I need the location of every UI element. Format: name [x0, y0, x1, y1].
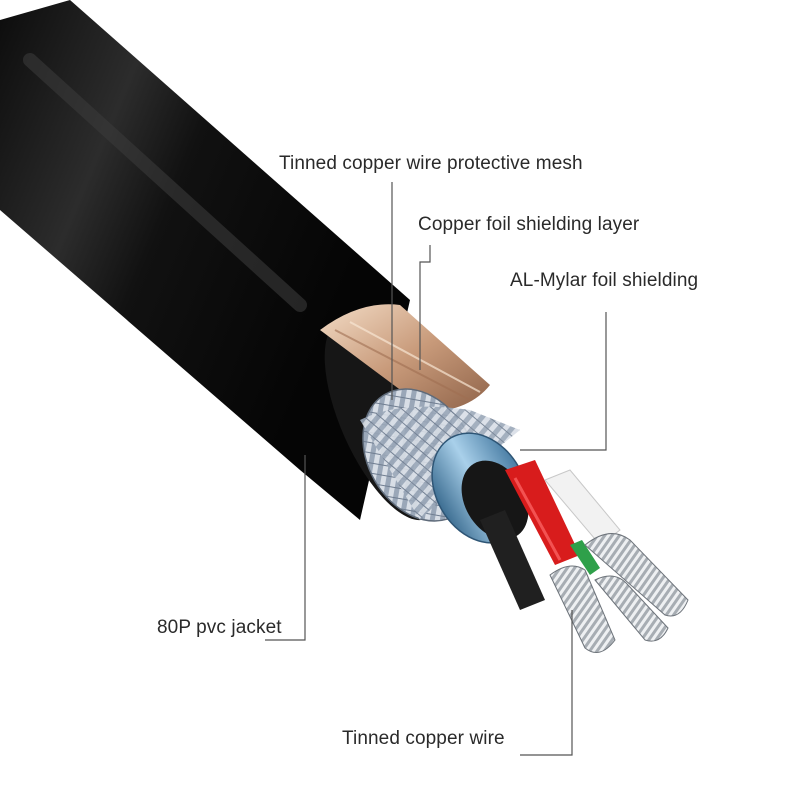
tinned-copper-strands — [549, 533, 689, 653]
leader-jacket — [265, 455, 306, 641]
leader-mylar — [520, 312, 607, 451]
label-mesh: Tinned copper wire protective mesh — [279, 153, 583, 174]
label-jacket: 80P pvc jacket — [157, 617, 282, 638]
label-mylar: AL-Mylar foil shielding — [510, 270, 699, 291]
leader-wire — [520, 610, 573, 756]
leader-copper — [419, 245, 431, 370]
leader-lines — [265, 182, 607, 756]
copper-foil-layer — [320, 304, 490, 412]
label-wire: Tinned copper wire — [342, 728, 505, 749]
label-copper-foil: Copper foil shielding layer — [418, 214, 640, 235]
inner-conductors — [480, 460, 621, 610]
